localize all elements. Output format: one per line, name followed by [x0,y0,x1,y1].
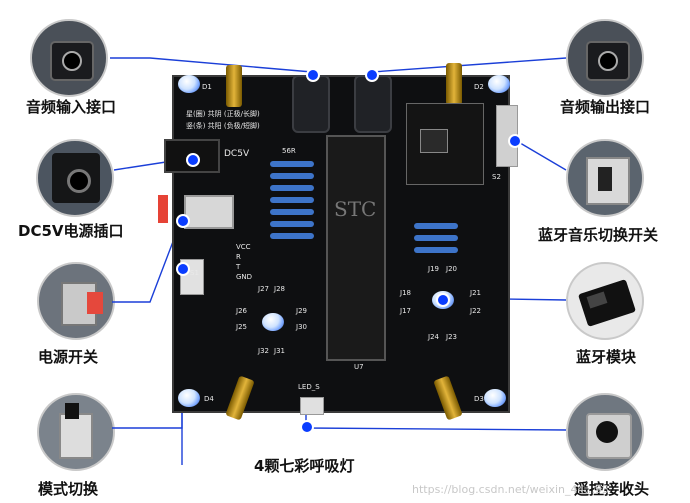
j32-silk: J32 [258,347,269,355]
j27-silk: J27 [258,285,269,293]
t-silk: T [236,263,241,271]
j29-silk: J29 [296,307,307,315]
dot-ir [300,420,314,434]
label-d1: D1 [202,83,212,91]
j25-silk: J25 [236,323,247,331]
vcc-silk: VCC [236,243,251,251]
audio-in-thumbnail [30,19,108,97]
led-s-silk: LED_S [298,383,320,391]
j18-silk: J18 [400,289,411,297]
bt-module-label: 蓝牙模块 [576,348,637,366]
ir-receiver-label: 遥控接收头 [574,480,650,498]
resistor [408,247,464,253]
power-switch-knob [158,195,168,223]
standoff-tl [226,65,242,107]
mode-switch-thumbnail [37,393,115,471]
dot-bt-switch [508,134,522,148]
label-d3: D3 [474,395,484,403]
dot-power [176,214,190,228]
j22-silk: J22 [470,307,481,315]
audio-in-label: 音频输入接口 [26,98,117,116]
r-silk: R [236,253,241,261]
bt-module-thumbnail [566,262,644,340]
led-left-center-icon [262,313,284,331]
bt-chip [420,129,448,153]
bt-switch-label: 蓝牙音乐切换开关 [538,226,659,244]
led-d3-icon [484,389,506,407]
label-d4: D4 [204,395,214,403]
ir-receiver-thumbnail [566,393,644,471]
dc5v-silk: DC5V [224,149,250,159]
label-d2: D2 [474,83,484,91]
dot-bt-module [436,293,450,307]
j17-silk: J17 [400,307,411,315]
audio-out-label: 音频输出接口 [560,98,651,116]
j26-silk: J26 [236,307,247,315]
j30-silk: J30 [296,323,307,331]
j31-silk: J31 [274,347,285,355]
led-label: 4颗七彩呼吸灯 [254,457,355,475]
resistor [264,173,320,179]
led-d1-icon [178,75,200,93]
s2-silk: S2 [492,173,501,181]
standoff-tr [446,63,462,105]
watermark: https://blog.csdn.net/weixin_44...93 [412,483,610,496]
j19-silk: J19 [428,265,439,273]
bt-switch-thumbnail [566,139,644,217]
r56-silk: 56R [282,147,296,155]
audio-in-jack[interactable] [292,75,330,133]
power-label: 电源开关 [38,348,99,366]
stc-silk: STC [334,197,377,221]
resistor [264,221,320,227]
resistor [408,235,464,241]
j20-silk: J20 [446,265,457,273]
legend-line-2: 竖(条) 共阳 (负极/短脚) [186,122,260,130]
audio-out-jack[interactable] [354,75,392,133]
dc5v-label: DC5V电源插口 [18,222,124,240]
power-switch-thumbnail [37,262,115,340]
resistor [264,233,320,239]
resistor [264,209,320,215]
resistor [264,197,320,203]
dot-audio-out [365,68,379,82]
s1-silk: S1 [190,269,199,277]
j23-silk: J23 [446,333,457,341]
legend-line-1: 星(圈) 共阴 (正极/长脚) [186,110,260,118]
resistor [264,161,320,167]
u7-silk: U7 [354,363,364,371]
led-d4-icon [178,389,200,407]
resistor [408,223,464,229]
gnd-silk: GND [236,273,253,281]
power-switch[interactable] [184,195,234,229]
dot-mode [176,262,190,276]
mode-label: 模式切换 [38,480,99,498]
mcu-chip [326,135,386,361]
j24-silk: J24 [428,333,439,341]
resistor [264,185,320,191]
led-d2-icon [488,75,510,93]
dc5v-thumbnail [36,139,114,217]
ir-receiver [300,397,324,415]
j21-silk: J21 [470,289,481,297]
dot-dc5v [186,153,200,167]
audio-out-thumbnail [566,19,644,97]
pcb-board: D1 D2 D3 D4 星(圈) 共阴 (正极/长脚) 竖(条) 共阳 (负极/… [158,63,518,421]
j28-silk: J28 [274,285,285,293]
dot-audio-in [306,68,320,82]
